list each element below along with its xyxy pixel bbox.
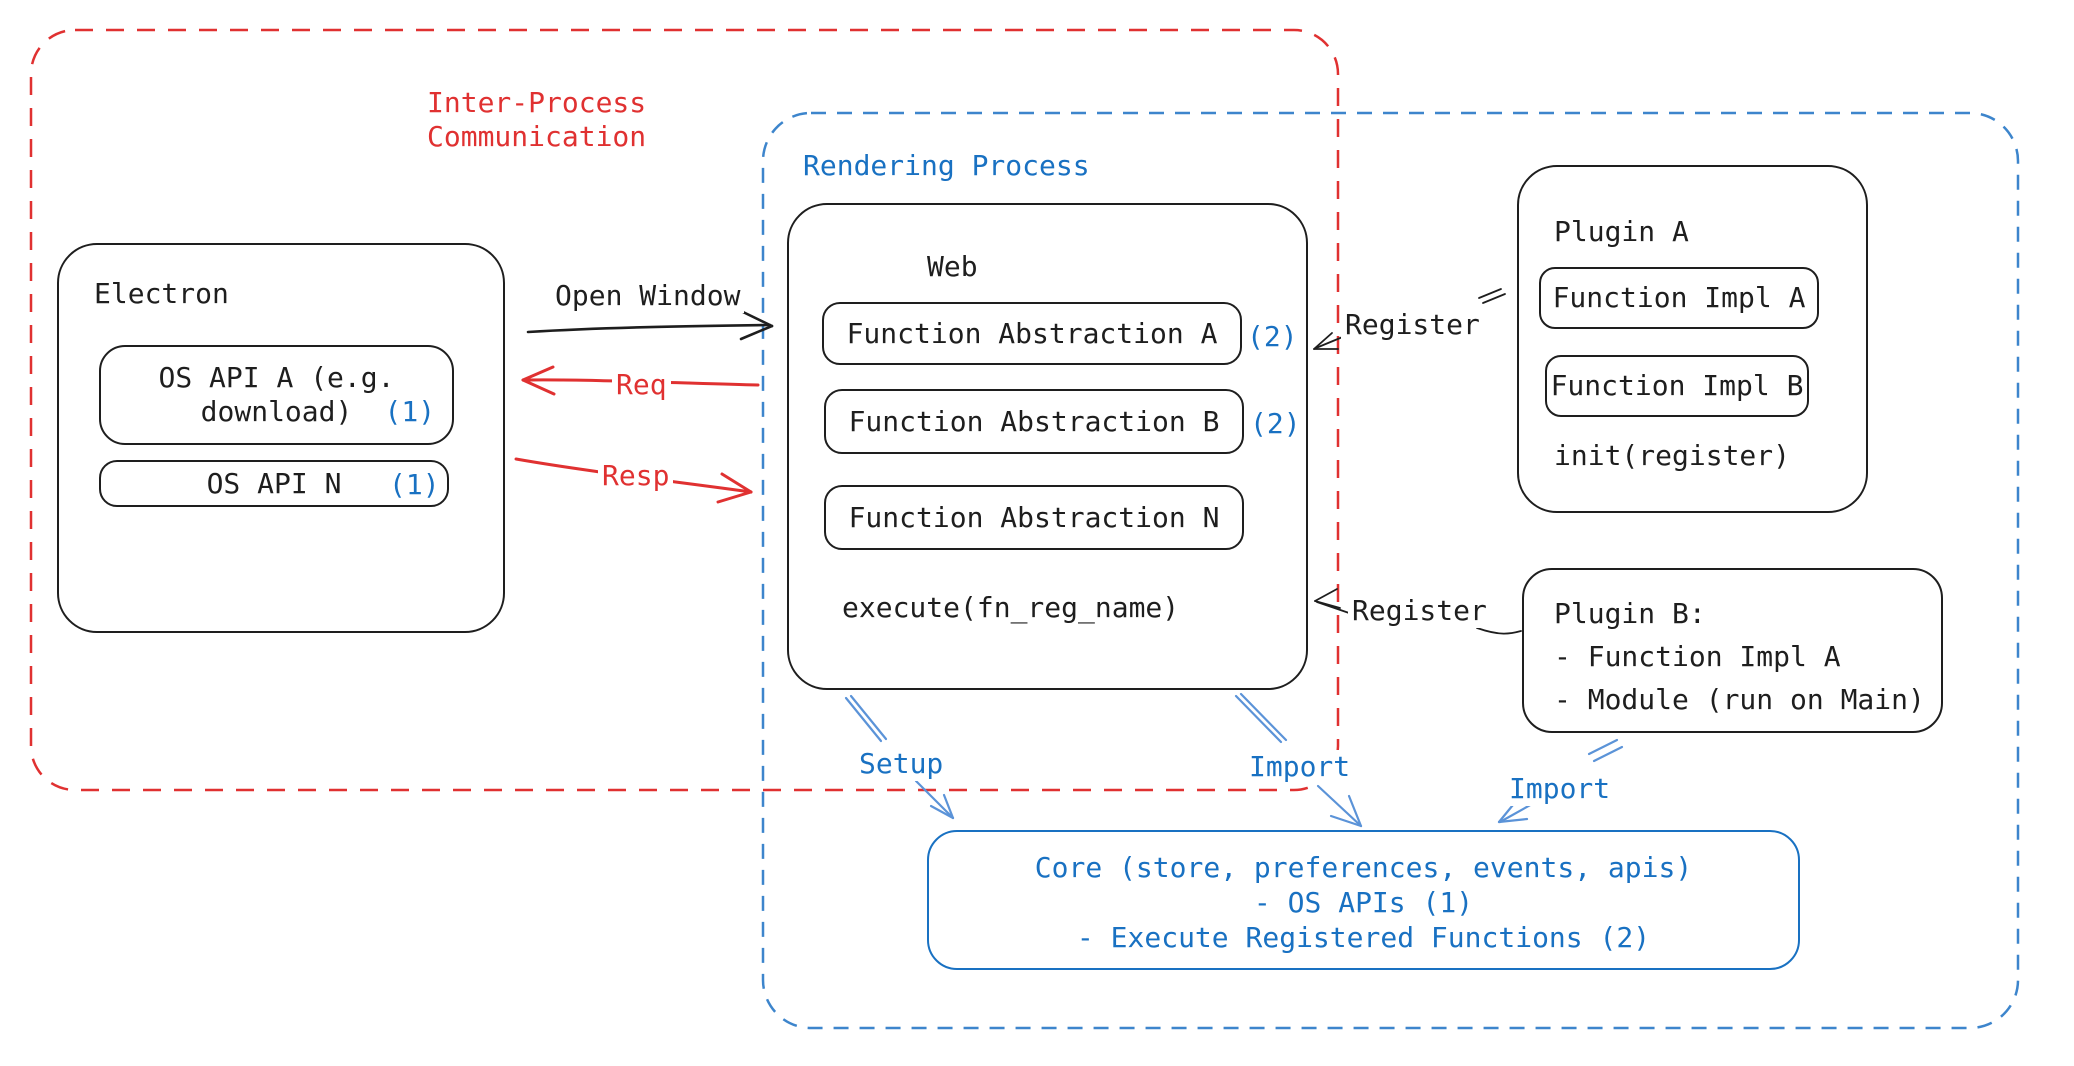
electron-title: Electron bbox=[94, 277, 229, 310]
os-api-n-box: OS API N (1) bbox=[99, 460, 449, 507]
function-abstraction-a-label: Function Abstraction A bbox=[846, 316, 1218, 350]
register-a-label: Register bbox=[1341, 308, 1484, 342]
import-web-label: Import bbox=[1245, 750, 1355, 784]
function-impl-a-box: Function Impl A bbox=[1539, 267, 1819, 329]
setup-label: Setup bbox=[855, 747, 948, 781]
function-abstraction-b-badge: (2) bbox=[1250, 407, 1301, 440]
core-line2: - OS APIs (1) bbox=[1253, 886, 1474, 919]
function-abstraction-a-badge: (2) bbox=[1247, 320, 1298, 353]
req-label: Req bbox=[612, 368, 671, 402]
os-api-a-line1: OS API A (e.g. bbox=[158, 361, 395, 394]
ipc-label-line1: Inter-Process bbox=[427, 86, 647, 119]
resp-label: Resp bbox=[598, 459, 674, 493]
core-line1: Core (store, preferences, events, apis) bbox=[1034, 851, 1693, 884]
function-abstraction-b-box: Function Abstraction B bbox=[824, 389, 1244, 454]
rendering-region-label: Rendering Process bbox=[803, 149, 1090, 182]
core-line3: - Execute Registered Functions (2) bbox=[1076, 921, 1651, 954]
os-api-n-badge: (1) bbox=[389, 468, 440, 501]
plugin-b-line3: - Module (run on Main) bbox=[1554, 683, 1925, 716]
function-impl-b-label: Function Impl B bbox=[1550, 369, 1804, 402]
function-abstraction-a-box: Function Abstraction A bbox=[822, 302, 1242, 365]
plugin-b-line1: Plugin B: bbox=[1554, 597, 1706, 630]
function-abstraction-n-box: Function Abstraction N bbox=[824, 485, 1244, 550]
os-api-a-badge: (1) bbox=[384, 395, 436, 428]
open-window-label: Open Window bbox=[551, 279, 745, 313]
plugin-a-box: Plugin A Function Impl A Function Impl B… bbox=[1517, 165, 1868, 513]
function-abstraction-b-label: Function Abstraction B bbox=[848, 404, 1220, 438]
ipc-region-label: Inter-Process Communication bbox=[423, 86, 650, 154]
execute-text: execute(fn_reg_name) bbox=[842, 591, 1180, 624]
function-impl-b-box: Function Impl B bbox=[1545, 355, 1809, 417]
register-b-label: Register bbox=[1348, 594, 1491, 628]
os-api-n-label: OS API N bbox=[206, 466, 342, 500]
plugin-a-title: Plugin A bbox=[1554, 215, 1689, 248]
function-impl-a-label: Function Impl A bbox=[1552, 281, 1806, 314]
plugin-b-text: Plugin B: - Function Impl A - Module (ru… bbox=[1554, 592, 1925, 721]
function-abstraction-n-label: Function Abstraction N bbox=[848, 500, 1220, 534]
plugin-b-box: Plugin B: - Function Impl A - Module (ru… bbox=[1522, 568, 1943, 733]
web-title: Web bbox=[927, 250, 978, 283]
init-register-text: init(register) bbox=[1554, 439, 1791, 472]
ipc-label-line2: Communication bbox=[427, 120, 647, 153]
os-api-a-line2: download) bbox=[200, 395, 353, 428]
core-box: Core (store, preferences, events, apis) … bbox=[927, 830, 1800, 970]
web-box: Web Function Abstraction A (2) Function … bbox=[787, 203, 1308, 690]
plugin-b-line2: - Function Impl A bbox=[1554, 640, 1841, 673]
open-window-arrow bbox=[526, 310, 774, 341]
os-api-a-box: OS API A (e.g. download) (1) bbox=[99, 345, 454, 445]
electron-box: Electron OS API A (e.g. download) (1) OS… bbox=[57, 243, 505, 633]
import-plugin-label: Import bbox=[1505, 772, 1615, 806]
